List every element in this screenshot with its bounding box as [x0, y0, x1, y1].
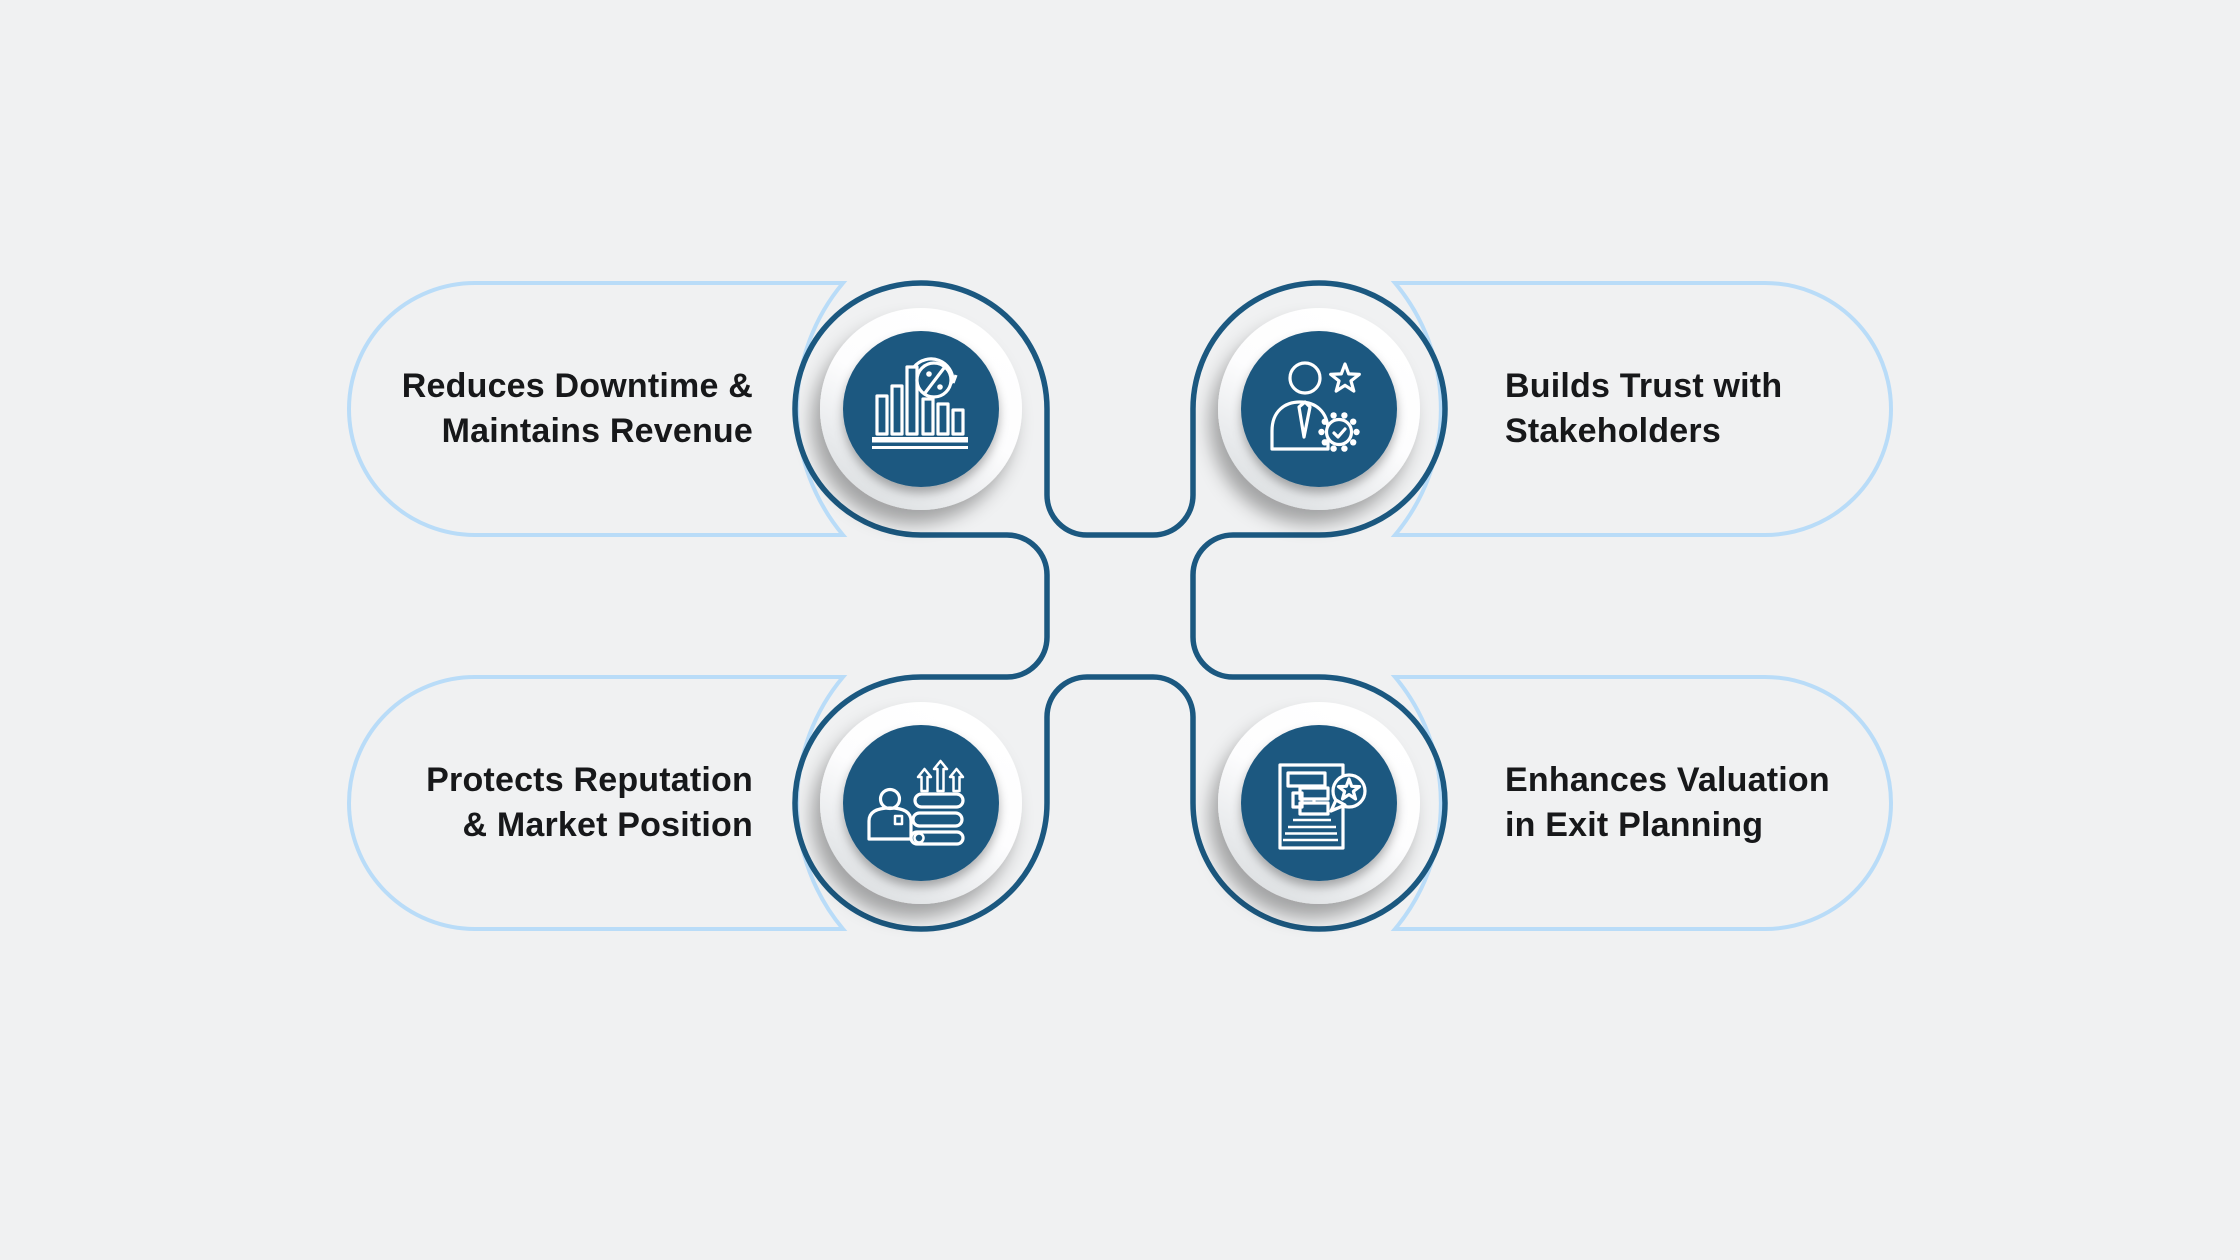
label-line: Reduces Downtime & — [401, 367, 753, 405]
label-line: Enhances Valuation — [1505, 761, 1830, 799]
label-bottom-right: Enhances Valuation in Exit Planning — [1505, 758, 1925, 848]
pill-bottom-right — [1390, 675, 1893, 931]
badge-bottom-left — [820, 702, 1022, 904]
badge-bottom-right — [1218, 702, 1420, 904]
label-bottom-left: Protects Reputation & Market Position — [353, 758, 753, 848]
label-line: Maintains Revenue — [441, 412, 753, 450]
connector-path — [792, 280, 1448, 932]
label-line: Stakeholders — [1505, 412, 1721, 450]
badge-disc — [843, 725, 999, 881]
bar-chart-percent-refresh-icon — [872, 357, 968, 449]
label-top-left: Reduces Downtime & Maintains Revenue — [353, 364, 753, 454]
label-line: in Exit Planning — [1505, 806, 1764, 844]
document-star-review-icon — [1278, 763, 1367, 850]
badge-top-left — [820, 308, 1022, 510]
person-growth-stacks-icon — [867, 759, 965, 846]
label-top-right: Builds Trust with Stakeholders — [1505, 364, 1925, 454]
badge-top-right — [1218, 308, 1420, 510]
label-line: & Market Position — [462, 806, 753, 844]
badge-disc — [843, 331, 999, 487]
pill-top-right — [1390, 281, 1893, 537]
label-line: Protects Reputation — [426, 761, 753, 799]
label-line: Builds Trust with — [1505, 367, 1783, 405]
person-star-verified-icon — [1270, 361, 1361, 452]
